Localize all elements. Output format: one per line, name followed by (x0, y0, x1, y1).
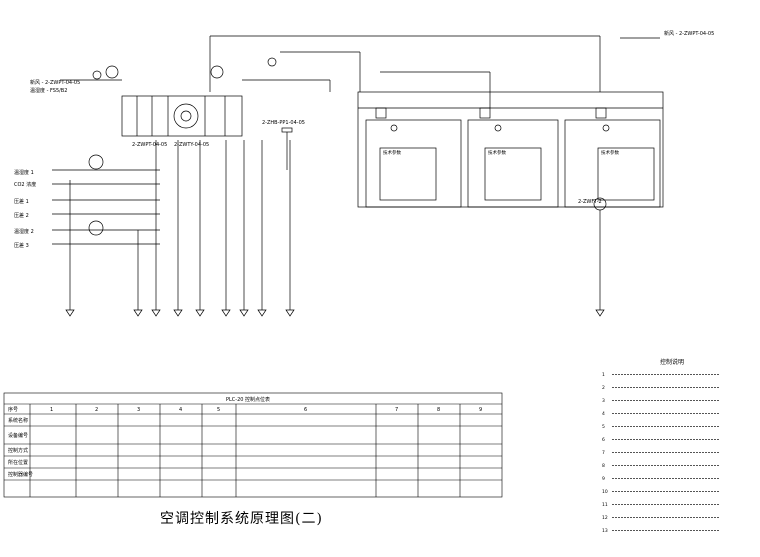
signal-label-3: 压差 1 (14, 198, 29, 205)
signal-label-4: 压差 2 (14, 212, 29, 219)
ahu-label-2: 2-ZWTY-04-05 (174, 142, 209, 148)
schedule-col-5: 5 (217, 407, 220, 413)
schedule-col-4: 4 (179, 407, 182, 413)
schedule-title: PLC-20 控制点位表 (226, 396, 270, 403)
input-label-1: 新风 - 2-ZWPT-04-05 (30, 79, 80, 86)
note-number: 3 (602, 398, 605, 404)
signal-label-2: CO2 浓度 (14, 181, 36, 188)
right-input-label: 新风 - 2-ZWPT-04-05 (664, 30, 714, 37)
note-number: 4 (602, 411, 605, 417)
note-number: 5 (602, 424, 605, 430)
note-number: 9 (602, 476, 605, 482)
vav-table-1-header: 技术参数 (383, 149, 401, 156)
note-number: 8 (602, 463, 605, 469)
note-number: 7 (602, 450, 605, 456)
schedule-row-3: 设备编号 (8, 432, 28, 439)
schedule-row-1: 序号 (8, 406, 18, 413)
signal-label-5: 温湿度 2 (14, 228, 34, 235)
notes-heading: 控制说明 (660, 358, 684, 366)
duct-label: 2-ZHB-PP1-04-05 (262, 120, 305, 126)
schedule-row-4: 控制方式 (8, 447, 28, 454)
note-number: 10 (602, 489, 608, 495)
schedule-col-8: 8 (437, 407, 440, 413)
signal-label-6: 压差 3 (14, 242, 29, 249)
schedule-row-5: 所在位置 (8, 459, 28, 466)
vav-label: 2-ZWFT-2 (578, 199, 602, 205)
note-number: 13 (602, 528, 608, 534)
diagram-title: 空调控制系统原理图(二) (160, 511, 323, 527)
note-number: 6 (602, 437, 605, 443)
signal-label-1: 温湿度 1 (14, 169, 34, 176)
schedule-col-9: 9 (479, 407, 482, 413)
vav-table-2-header: 技术参数 (488, 149, 506, 156)
note-number: 2 (602, 385, 605, 391)
schedule-col-1: 1 (50, 407, 53, 413)
schedule-col-6: 6 (304, 407, 307, 413)
vav-table-3-header: 技术参数 (601, 149, 619, 156)
input-label-2: 温湿度 - FS5/B2 (30, 87, 67, 94)
schedule-col-3: 3 (137, 407, 140, 413)
schedule-col-7: 7 (395, 407, 398, 413)
schedule-row-2: 系统名称 (8, 417, 28, 424)
schedule-col-2: 2 (95, 407, 98, 413)
schedule-row-6: 控制器编号 (8, 471, 33, 478)
note-number: 11 (602, 502, 608, 508)
ahu-label-1: 2-ZWPT-04-05 (132, 142, 167, 148)
note-number: 1 (602, 372, 605, 378)
note-number: 12 (602, 515, 608, 521)
